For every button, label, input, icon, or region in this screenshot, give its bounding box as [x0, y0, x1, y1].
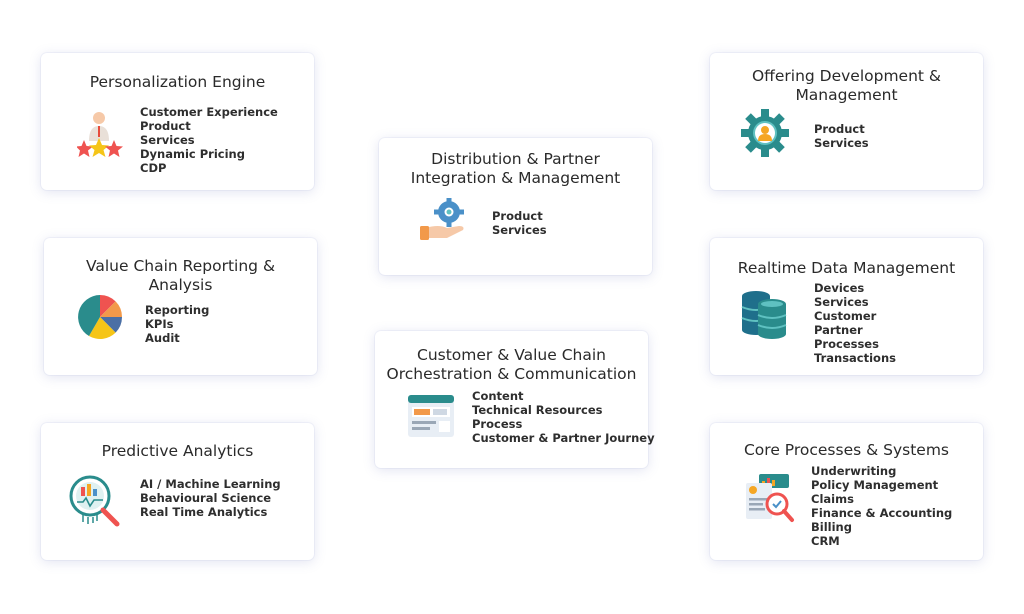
list-item: AI / Machine Learning [140, 477, 281, 491]
card-predictive-analytics: Predictive Analytics AI / Machine Learni… [41, 423, 314, 560]
list-item: Services [814, 136, 869, 150]
list-item: Dynamic Pricing [140, 147, 245, 161]
list-item: Finance & Accounting [811, 506, 953, 520]
list-item: KPIs [145, 317, 174, 331]
list-item: Content [472, 389, 524, 403]
item-list: Content Technical Resources Process Cust… [472, 389, 655, 445]
list-item: Services [140, 133, 195, 147]
list-item: Technical Resources [472, 403, 603, 417]
card-title: Core Processes & Systems [743, 441, 950, 459]
list-item: Product [492, 209, 543, 223]
list-item: Real Time Analytics [140, 505, 268, 519]
list-item: Reporting [145, 303, 210, 317]
card-core-processes: Core Processes & Systems Underwriting Po… [710, 423, 983, 560]
card-personalization-engine: Personalization Engine Customer Experien… [41, 53, 314, 190]
card-title: Personalization Engine [89, 73, 266, 91]
hand-gear-icon [420, 198, 464, 240]
card-title: Customer & Value Chain Orchestration & C… [386, 346, 637, 383]
item-list: Customer Experience Product Services Dyn… [140, 105, 278, 175]
card-title: Predictive Analytics [101, 442, 254, 460]
list-item: Devices [814, 281, 865, 295]
user-stars-icon [77, 112, 123, 157]
list-item: Services [814, 295, 869, 309]
report-magnifier-icon [746, 474, 794, 522]
database-icon [741, 291, 787, 339]
list-item: Underwriting [811, 464, 897, 478]
item-list: AI / Machine Learning Behavioural Scienc… [140, 477, 281, 519]
card-title: Value Chain Reporting & Analysis [85, 257, 276, 294]
list-item: CDP [140, 161, 167, 175]
item-list: Product Services [814, 122, 869, 150]
item-list: Reporting KPIs Audit [145, 303, 209, 345]
list-item: Customer & Partner Journey [472, 431, 655, 445]
item-list: Devices Services Customer Partner Proces… [814, 281, 896, 365]
list-item: Transactions [814, 351, 896, 365]
list-item: Product [814, 122, 865, 136]
list-item: Policy Management [811, 478, 939, 492]
card-title: Distribution & Partner Integration & Man… [410, 150, 621, 187]
card-title: Realtime Data Management [737, 259, 956, 277]
card-title: Offering Development & Management [751, 67, 942, 104]
card-orchestration: Customer & Value Chain Orchestration & C… [375, 331, 655, 468]
list-item: Customer Experience [140, 105, 278, 119]
list-item: Partner [814, 323, 863, 337]
magnifier-chart-icon [69, 475, 120, 527]
list-item: Services [492, 223, 547, 237]
list-item: Behavioural Science [140, 491, 272, 505]
list-item: Billing [811, 520, 852, 534]
list-item: Claims [811, 492, 854, 506]
card-distribution-partner: Distribution & Partner Integration & Man… [379, 138, 652, 275]
gear-person-icon [741, 109, 789, 157]
item-list: Underwriting Policy Management Claims Fi… [811, 464, 952, 548]
card-realtime-data: Realtime Data Management Devices Service… [710, 238, 983, 375]
pie-chart-icon [78, 294, 123, 339]
list-item: Process [472, 417, 523, 431]
card-offering-development: Offering Development & Management Produc… [710, 53, 983, 190]
browser-window-icon [408, 395, 454, 437]
item-list: Product Services [492, 209, 547, 237]
list-item: Product [140, 119, 191, 133]
list-item: Processes [814, 337, 879, 351]
list-item: CRM [811, 534, 840, 548]
list-item: Customer [814, 309, 877, 323]
list-item: Audit [145, 331, 180, 345]
card-value-chain-reporting: Value Chain Reporting & Analysis Reporti… [44, 238, 317, 375]
